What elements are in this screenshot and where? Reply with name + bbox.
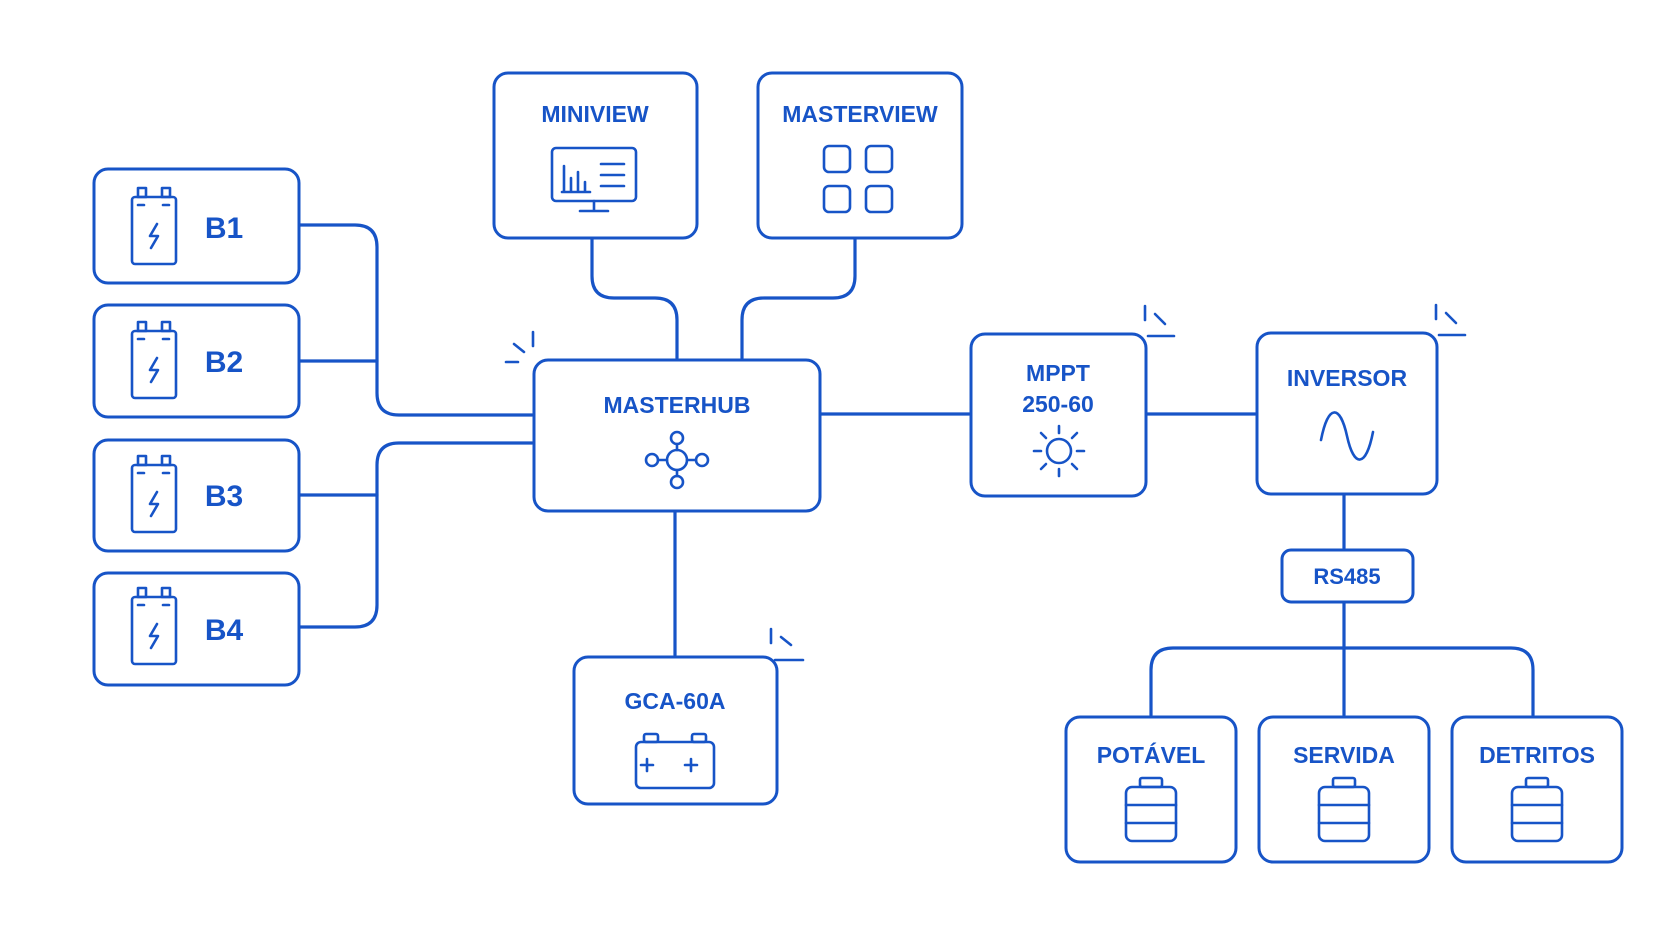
- gca-label: GCA-60A: [625, 688, 726, 714]
- mppt-node[interactable]: MPPT 250-60: [969, 304, 1176, 498]
- car-battery-icon: [634, 732, 716, 790]
- battery-b1[interactable]: B1: [92, 167, 301, 285]
- battery-cell-icon: [130, 454, 178, 534]
- rs485-label: RS485: [1313, 564, 1380, 589]
- connectors: [297, 223, 1535, 717]
- inversor-label: INVERSOR: [1287, 365, 1408, 391]
- tank-detritos[interactable]: DETRITOS: [1450, 715, 1624, 864]
- masterhub-node[interactable]: MASTERHUB: [504, 330, 822, 513]
- connector-b1-bus: [297, 223, 534, 417]
- masterview-label: MASTERVIEW: [782, 101, 938, 127]
- sun-icon: [1032, 424, 1086, 478]
- hub-network-icon: [644, 430, 710, 490]
- connector-masterview-masterhub: [740, 236, 857, 360]
- tank-label: POTÁVEL: [1097, 741, 1206, 768]
- masterview-node[interactable]: MASTERVIEW: [756, 71, 964, 240]
- battery-label: B2: [205, 346, 243, 379]
- tank-icon: [1317, 776, 1371, 843]
- grid-icon: [822, 144, 894, 214]
- activity-spark-icon: [1434, 303, 1467, 337]
- battery-label: B3: [205, 480, 243, 513]
- mppt-label-line1: MPPT: [1026, 360, 1090, 386]
- tank-icon: [1510, 776, 1564, 843]
- tank-icon: [1124, 776, 1178, 843]
- mppt-label-line2: 250-60: [1022, 391, 1094, 417]
- connector-miniview-masterhub: [590, 236, 679, 360]
- inversor-node[interactable]: INVERSOR: [1255, 303, 1467, 496]
- activity-spark-icon: [504, 330, 535, 364]
- battery-cell-icon: [130, 320, 178, 400]
- battery-b4[interactable]: B4: [92, 571, 301, 687]
- sine-wave-icon: [1319, 411, 1375, 461]
- monitor-chart-icon: [550, 146, 638, 213]
- tank-potavel[interactable]: POTÁVEL: [1064, 715, 1238, 864]
- miniview-label: MINIVIEW: [541, 101, 649, 127]
- activity-spark-icon: [1143, 304, 1176, 338]
- battery-b3[interactable]: B3: [92, 438, 301, 553]
- tank-servida[interactable]: SERVIDA: [1257, 715, 1431, 864]
- masterhub-label: MASTERHUB: [604, 392, 751, 418]
- battery-b2[interactable]: B2: [92, 303, 301, 419]
- battery-cell-icon: [130, 186, 178, 266]
- activity-spark-icon: [769, 627, 805, 662]
- rs485-node[interactable]: RS485: [1280, 548, 1415, 604]
- battery-cell-icon: [130, 586, 178, 666]
- gca-node[interactable]: GCA-60A: [572, 627, 805, 806]
- connector-tank-bus: [1149, 646, 1535, 717]
- battery-label: B4: [205, 614, 244, 647]
- tank-label: SERVIDA: [1293, 742, 1395, 768]
- miniview-node[interactable]: MINIVIEW: [492, 71, 699, 240]
- connector-b4-bus: [297, 441, 534, 629]
- battery-label: B1: [205, 212, 243, 245]
- tank-label: DETRITOS: [1479, 742, 1595, 768]
